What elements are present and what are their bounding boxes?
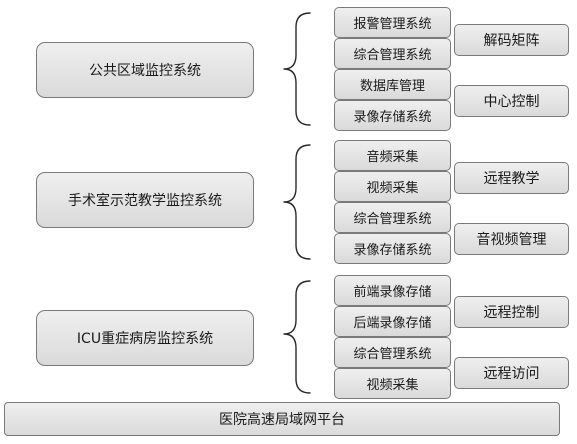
subsystem-label: 报警管理系统 — [353, 17, 432, 32]
function-label: 远程控制 — [483, 305, 540, 321]
function-label: 音视频管理 — [476, 232, 547, 248]
system-label: ICU重症病房监控系统 — [76, 331, 214, 347]
function-box: 中心控制 — [454, 85, 569, 117]
function-box: 远程教学 — [454, 162, 569, 194]
function-box: 解码矩阵 — [454, 24, 569, 56]
platform-label: 医院高速局域网平台 — [219, 412, 345, 428]
subsystem-box: 前端录像存储 — [334, 275, 451, 306]
subsystem-label: 数据库管理 — [359, 79, 425, 94]
subsystem-label: 录像存储系统 — [353, 110, 432, 125]
brace-group-2 — [283, 144, 311, 260]
system-label: 公共区域监控系统 — [89, 63, 201, 79]
subsystem-box: 视频采集 — [334, 171, 451, 202]
subsystem-label: 综合管理系统 — [353, 347, 432, 362]
subsystem-box: 音频采集 — [334, 140, 451, 171]
subsystem-box: 录像存储系统 — [334, 233, 451, 264]
subsystem-label: 视频采集 — [366, 378, 419, 393]
subsystem-label: 视频采集 — [366, 181, 419, 196]
system-label: 手术室示范教学监控系统 — [68, 193, 222, 209]
function-box: 音视频管理 — [454, 223, 569, 255]
function-label: 远程教学 — [483, 171, 540, 187]
subsystem-box: 后端录像存储 — [334, 306, 451, 337]
brace-group-3 — [283, 280, 311, 394]
subsystem-label: 录像存储系统 — [353, 243, 432, 258]
subsystem-box: 综合管理系统 — [334, 337, 451, 368]
subsystem-box: 综合管理系统 — [334, 202, 451, 233]
function-box: 远程控制 — [454, 296, 569, 328]
platform-bar: 医院高速局域网平台 — [4, 402, 560, 436]
subsystem-box: 录像存储系统 — [334, 100, 451, 131]
subsystem-label: 音频采集 — [366, 150, 419, 165]
system-box-icu: ICU重症病房监控系统 — [36, 310, 254, 366]
function-label: 解码矩阵 — [483, 33, 540, 49]
subsystem-box: 视频采集 — [334, 368, 451, 399]
subsystem-label: 综合管理系统 — [353, 48, 432, 63]
subsystem-box: 综合管理系统 — [334, 38, 451, 69]
subsystem-label: 前端录像存储 — [353, 285, 432, 300]
subsystem-label: 综合管理系统 — [353, 212, 432, 227]
function-label: 远程访问 — [483, 366, 540, 382]
brace-group-1 — [283, 12, 311, 126]
system-box-operating-room: 手术室示范教学监控系统 — [36, 172, 254, 228]
function-label: 中心控制 — [483, 94, 540, 110]
system-box-public-area: 公共区域监控系统 — [36, 42, 254, 98]
subsystem-box: 报警管理系统 — [334, 7, 451, 38]
subsystem-label: 后端录像存储 — [353, 316, 432, 331]
subsystem-box: 数据库管理 — [334, 69, 451, 100]
function-box: 远程访问 — [454, 357, 569, 389]
